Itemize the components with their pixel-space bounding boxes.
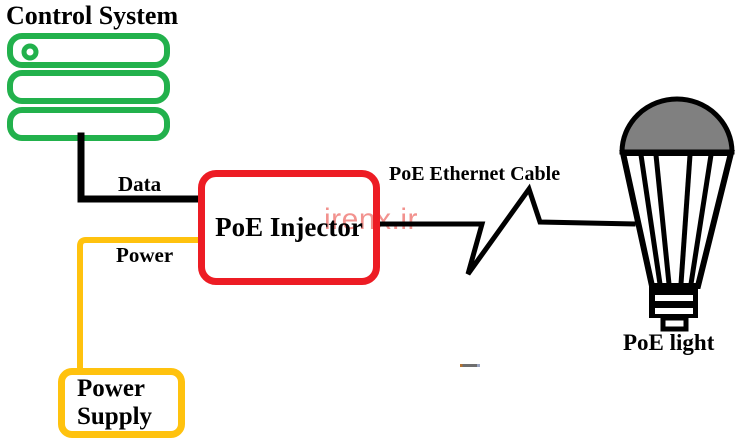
power-supply-label-line2: Supply — [77, 403, 153, 430]
server-stack-icon — [7, 33, 170, 141]
poe-light-label: PoE light — [623, 330, 715, 355]
server-unit-3 — [7, 107, 170, 141]
bulb-body — [619, 150, 735, 289]
watermark: irenx.ir — [324, 203, 419, 236]
power-line-label: Power — [116, 243, 174, 267]
power-supply-label-line1: Power — [77, 375, 146, 402]
power-supply-box: Power Supply — [58, 368, 185, 438]
control-system-label: Control System — [6, 1, 179, 30]
bulb-fin-3 — [678, 154, 693, 285]
bulb-fin-4 — [688, 154, 714, 285]
bulb-dome — [619, 96, 735, 155]
server-unit-2 — [7, 70, 170, 104]
bulb-fin-1 — [638, 154, 663, 285]
ethernet-cable-label: PoE Ethernet Cable — [389, 163, 561, 185]
data-line — [77, 132, 204, 203]
ethernet-cable-line — [375, 183, 636, 276]
small-dash-artifact — [460, 364, 480, 367]
bulb-base-tip — [660, 315, 689, 332]
server-unit-1 — [7, 33, 170, 68]
light-bulb-icon — [619, 96, 735, 332]
power-line — [77, 237, 203, 371]
bulb-fin-2 — [653, 154, 672, 285]
bulb-base-stripe-2 — [655, 308, 693, 314]
poe-injector-box: PoE Injector — [198, 170, 380, 285]
data-line-label: Data — [118, 172, 162, 196]
bulb-base-stripe-1 — [655, 295, 693, 301]
server-led-icon — [21, 43, 39, 61]
poe-injector-label: PoE Injector — [215, 212, 363, 242]
